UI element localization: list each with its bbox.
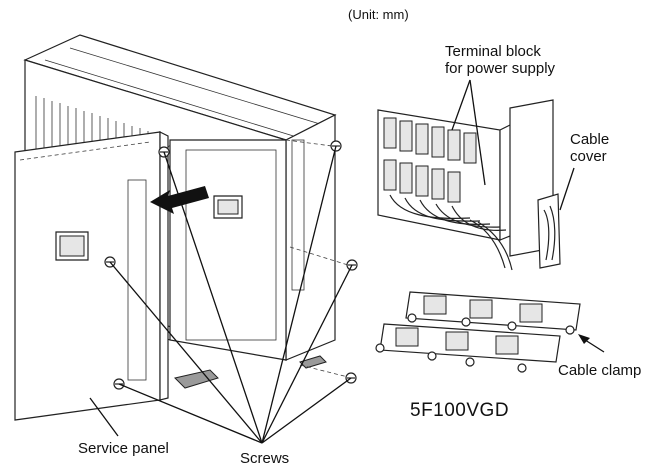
- service-panel-leader: [89, 397, 119, 437]
- terminal-block-leader-2: [469, 79, 486, 186]
- terminal-block-detail: [377, 99, 561, 271]
- cable-clamp-label: Cable clamp: [558, 362, 642, 379]
- screws-label: Screws: [240, 450, 290, 467]
- unit-note: (Unit: mm): [348, 7, 409, 22]
- cable-cover-label: Cable cover: [570, 131, 609, 165]
- screws-leader-lines: [109, 145, 353, 444]
- service-panel-label: Service panel: [78, 440, 169, 457]
- terminal-block-leader-1: [451, 79, 471, 131]
- cable-clamp-detail: [375, 291, 581, 373]
- model-number: 5F100VGD: [410, 400, 510, 421]
- terminal-block-label: Terminal block for power supply: [445, 43, 555, 77]
- service-panel: [14, 131, 169, 421]
- cable-cover-label-line2: cover: [570, 148, 607, 165]
- terminal-block-label-line1: Terminal block: [445, 43, 541, 60]
- cable-clamp-arrow-icon: [578, 334, 590, 344]
- terminal-block-label-line2: for power supply: [445, 60, 556, 77]
- cable-cover-label-line1: Cable: [570, 131, 610, 148]
- cable-cover-leader: [559, 167, 575, 211]
